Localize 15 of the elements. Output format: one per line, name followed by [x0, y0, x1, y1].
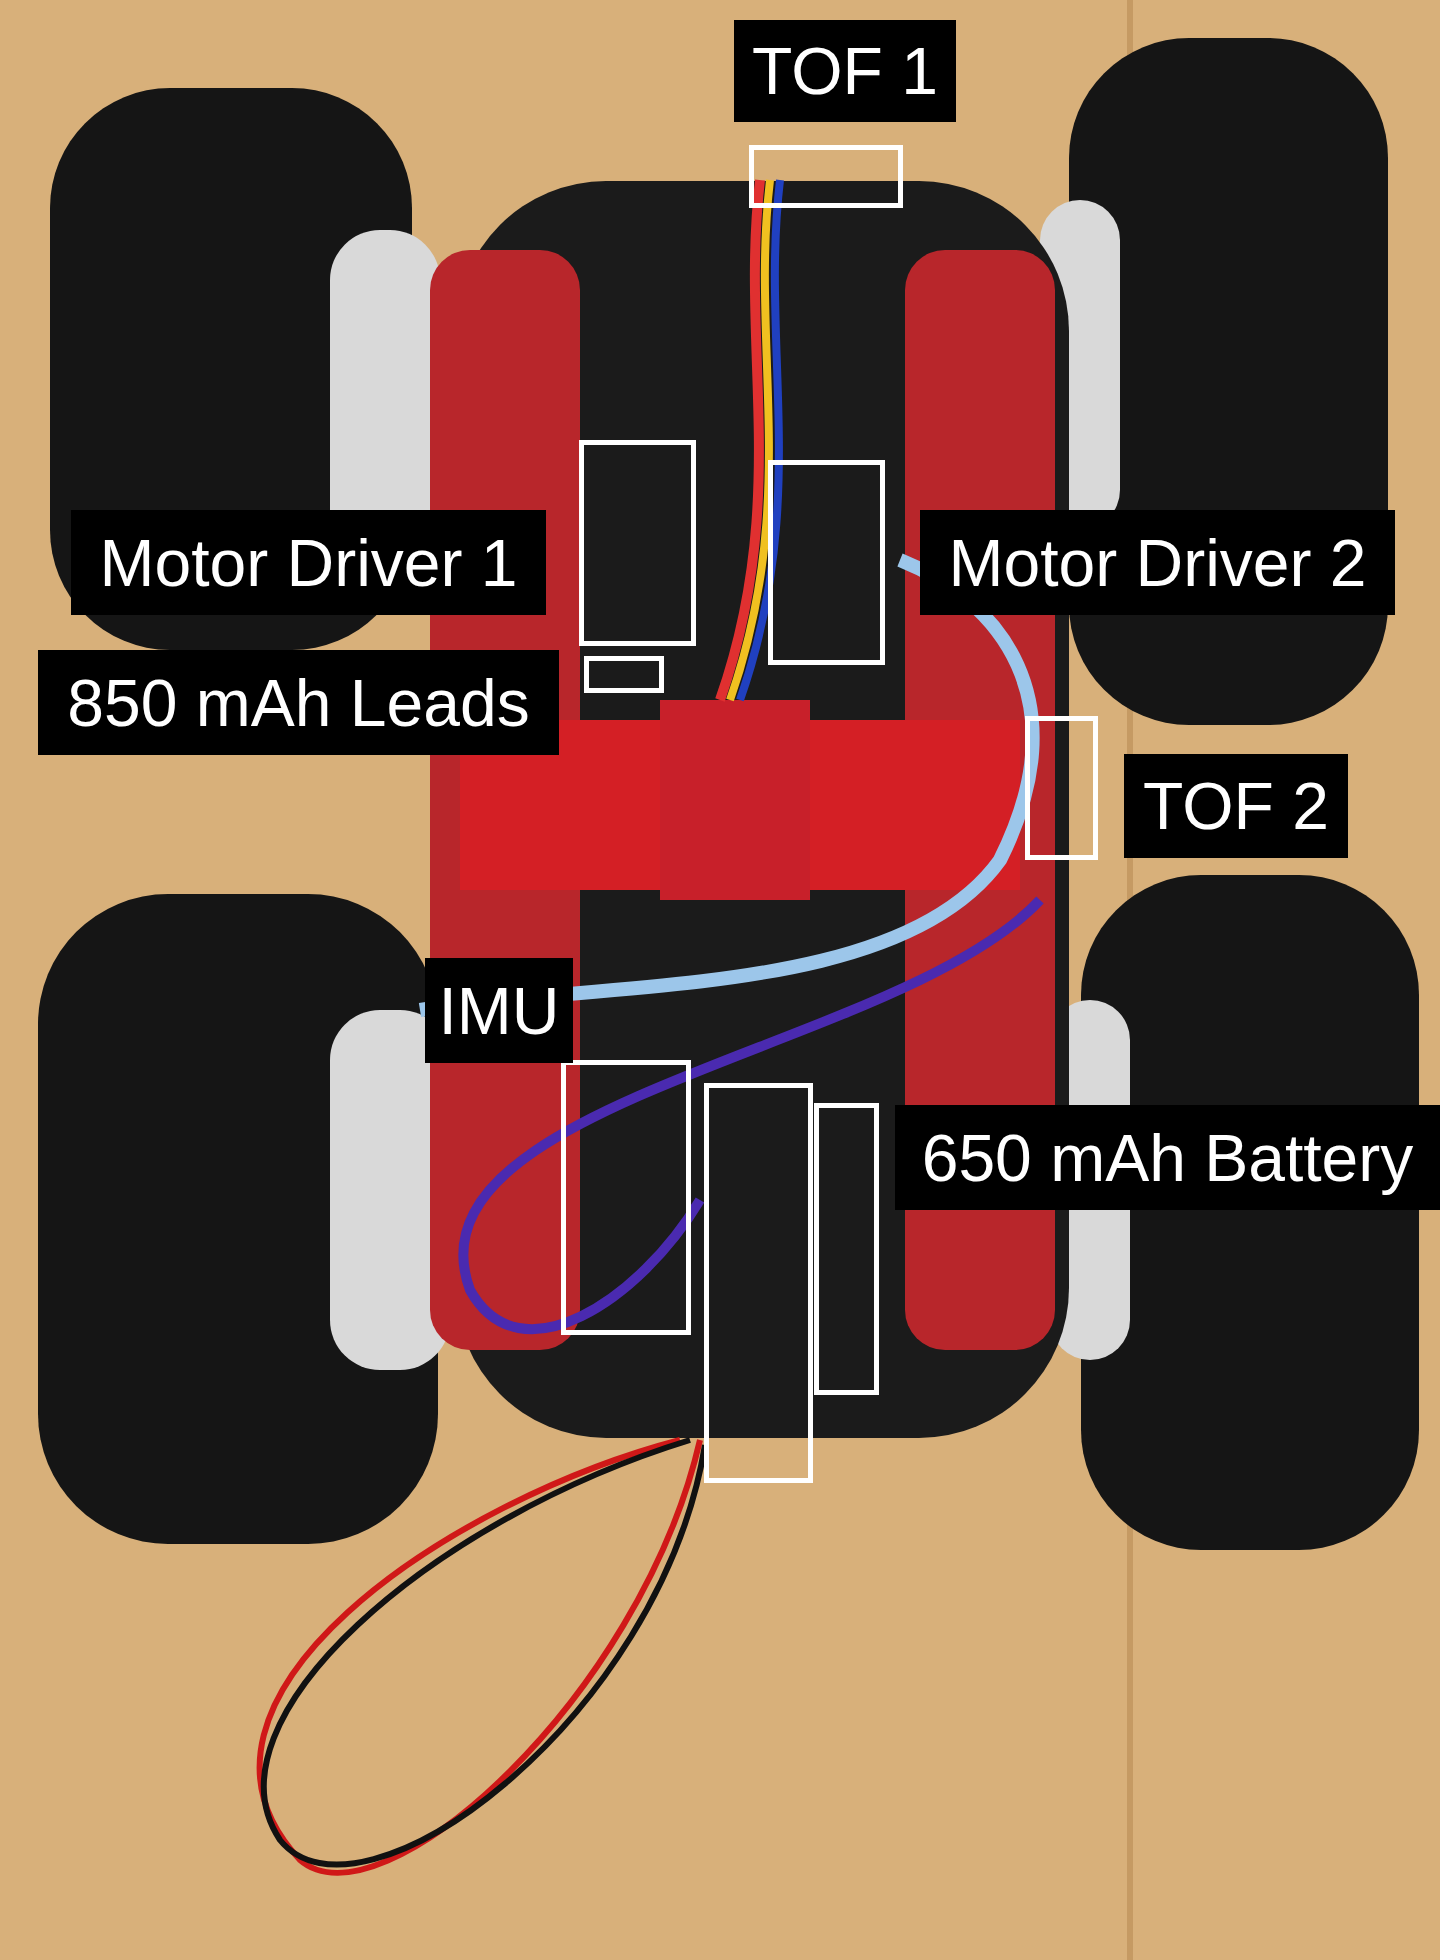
component-label: 850 mAh Leads — [38, 650, 559, 755]
component-label: IMU — [425, 958, 573, 1063]
highlight-frame — [768, 460, 885, 665]
component-label: Motor Driver 2 — [920, 510, 1395, 615]
highlight-frame — [579, 440, 696, 646]
highlight-frame — [704, 1083, 813, 1483]
component-label: 650 mAh Battery — [895, 1105, 1440, 1210]
component-label: TOF 2 — [1124, 754, 1348, 858]
highlight-frame — [814, 1103, 879, 1395]
highlight-frame — [584, 656, 664, 693]
highlight-frame — [561, 1060, 691, 1335]
component-label: TOF 1 — [734, 20, 956, 122]
component-label: Motor Driver 1 — [71, 510, 546, 615]
highlight-frame — [1025, 716, 1098, 860]
highlight-frame — [749, 145, 903, 208]
